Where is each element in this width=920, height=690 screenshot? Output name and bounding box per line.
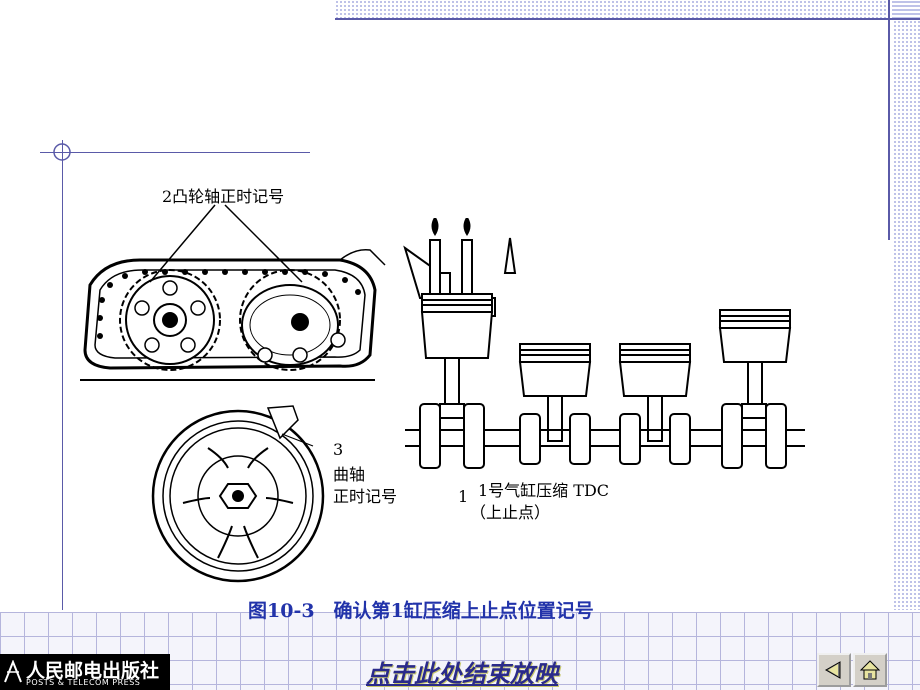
crank-mark-number: 3	[333, 440, 344, 459]
crank-mark-line2: 正时记号	[333, 487, 398, 506]
crank-pulley-drawing	[151, 405, 325, 583]
right-vertical-line	[888, 0, 890, 240]
triangle-left-icon	[824, 661, 841, 679]
cylinders-crankshaft-drawing	[403, 218, 805, 469]
top-dotted-band	[335, 0, 920, 18]
publisher-logo: 人民邮电出版社 POSTS & TELECOM PRESS	[0, 654, 170, 690]
camshaft-timing-drawing	[80, 204, 386, 381]
home-button[interactable]	[853, 653, 887, 687]
publisher-name-en: POSTS & TELECOM PRESS	[26, 678, 141, 687]
left-vertical-line	[62, 140, 63, 610]
tdc-label-line1: 1号气缸压缩 TDC	[478, 481, 610, 500]
left-horizontal-line	[40, 152, 310, 153]
crank-mark-line1: 曲轴	[333, 465, 366, 484]
publisher-name-cn: 人民邮电出版社	[26, 660, 160, 682]
camshaft-timing-label: 2凸轮轴正时记号	[162, 187, 285, 206]
figure-caption: 图10-3 确认第1缸压缩上止点位置记号	[248, 600, 594, 622]
right-dotted-strip	[893, 0, 920, 610]
crosshair-circle-icon	[53, 143, 71, 161]
publisher-emblem-icon	[4, 660, 22, 683]
end-slideshow-link[interactable]: 点击此处结束放映	[366, 659, 558, 688]
top-horizontal-line	[335, 18, 920, 20]
home-icon	[859, 660, 881, 680]
tdc-prefix-number: 1	[458, 487, 469, 506]
prev-slide-button[interactable]	[817, 653, 851, 687]
tdc-label-line2: （上止点）	[470, 503, 551, 522]
